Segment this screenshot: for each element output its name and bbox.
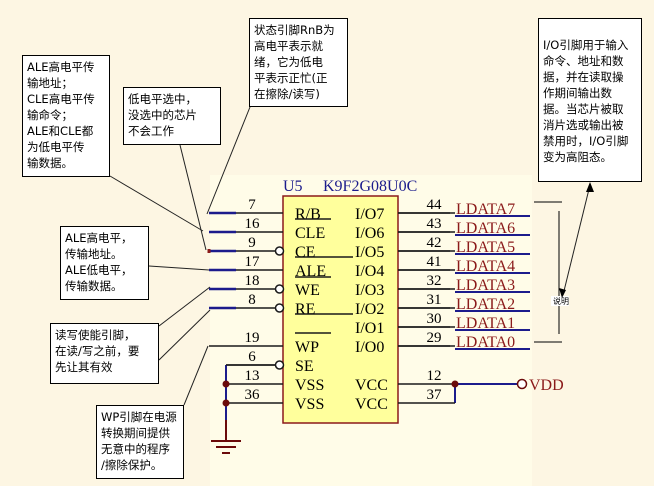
pin-number: 16 bbox=[245, 216, 261, 232]
note-we-re: 读写使能引脚， 在读/写之前，要 先让其有效 bbox=[50, 323, 159, 384]
note-ce: 低电平选中， 没选中的芯片 不会工作 bbox=[123, 87, 221, 145]
pin-number: 43 bbox=[427, 216, 442, 232]
leader-line bbox=[562, 184, 591, 296]
net-label: LDATA6 bbox=[456, 220, 515, 237]
power-label: VDD bbox=[529, 377, 564, 394]
pin-name: I/O0 bbox=[355, 339, 384, 356]
pin-number: 8 bbox=[248, 292, 256, 308]
pin-name: RE bbox=[295, 301, 315, 318]
junction-dot bbox=[451, 380, 459, 388]
power-port bbox=[516, 378, 528, 390]
pin-number: 6 bbox=[248, 349, 256, 365]
pin-number: 41 bbox=[427, 254, 442, 270]
pin-number: 19 bbox=[245, 330, 260, 346]
net-label: LDATA3 bbox=[456, 277, 515, 294]
pin-number: 17 bbox=[245, 254, 261, 270]
net-label: LDATA0 bbox=[456, 334, 515, 351]
pin-number: 29 bbox=[427, 330, 442, 346]
pin-name: I/O7 bbox=[355, 206, 384, 223]
pin-name: I/O2 bbox=[355, 301, 384, 318]
leader-line bbox=[148, 265, 210, 271]
chip-part-label: K9F2G08U0C bbox=[323, 178, 417, 195]
inversion-bubble bbox=[274, 246, 285, 256]
junction-dot bbox=[222, 380, 230, 388]
pin-name: VCC bbox=[355, 377, 388, 394]
pin-name: SE bbox=[295, 358, 314, 375]
pin-name: VSS bbox=[295, 396, 324, 413]
bracket-label-bg bbox=[551, 296, 569, 306]
pin-number: 9 bbox=[248, 235, 256, 251]
net-label: LDATA7 bbox=[456, 201, 515, 218]
leader-line bbox=[158, 286, 211, 327]
pin-number: 12 bbox=[427, 368, 442, 384]
note-wp: WP引脚在电源 转换期间提供 无意中的程序 /擦除保护。 bbox=[96, 405, 184, 479]
pin-name: VSS bbox=[295, 377, 324, 394]
pin-name: I/O6 bbox=[355, 225, 384, 242]
net-label: LDATA1 bbox=[456, 315, 515, 332]
pin-number: 30 bbox=[427, 311, 442, 327]
pin-number: 42 bbox=[427, 235, 442, 251]
leader-line bbox=[206, 106, 251, 215]
net-label: LDATA5 bbox=[456, 239, 515, 256]
background-panel bbox=[578, 186, 654, 486]
pin-name: I/O1 bbox=[355, 320, 384, 337]
note-ale: ALE高电平， 传输地址。 ALE低电平， 传输数据。 bbox=[60, 226, 149, 300]
inversion-bubble bbox=[274, 303, 285, 313]
pin-name: WP bbox=[295, 339, 319, 356]
inversion-bubble bbox=[274, 284, 285, 294]
net-label: LDATA4 bbox=[456, 258, 515, 275]
pin-name: I/O5 bbox=[355, 244, 384, 261]
pin-number: 44 bbox=[427, 197, 443, 213]
pin-number: 37 bbox=[427, 387, 443, 403]
inversion-bubble bbox=[274, 360, 285, 370]
note-io: I/O引脚用于输入 命令、地址和数 据，并在读取操 作期间输出数 据。当芯片被取… bbox=[538, 18, 642, 182]
pin-number: 31 bbox=[427, 292, 442, 308]
arrow-head bbox=[586, 182, 594, 192]
bracket-label: 说明 bbox=[553, 296, 569, 306]
leader-line bbox=[158, 309, 211, 361]
leader-line bbox=[179, 144, 207, 251]
note-rb: 状态引脚RnB为 高电平表示就 绪，它为低电 平表示正忙(正 在擦除/读写) bbox=[249, 18, 348, 107]
pin-number: 13 bbox=[245, 368, 260, 384]
pin-name: ALE bbox=[295, 263, 326, 280]
pin-name: CLE bbox=[295, 225, 325, 242]
arrow-head bbox=[559, 288, 566, 298]
note-ale-cle: ALE高电平传 输地址； CLE高电平传 输命令； ALE和CLE都 为低电平传… bbox=[22, 55, 110, 177]
pin-name: WE bbox=[295, 282, 320, 299]
pin-name: I/O4 bbox=[355, 263, 384, 280]
pin-number: 32 bbox=[427, 273, 442, 289]
chip-ref-label: U5 bbox=[283, 178, 303, 195]
pin-name: R/B bbox=[295, 206, 321, 223]
leader-line bbox=[109, 175, 204, 232]
pin-name: I/O3 bbox=[355, 282, 384, 299]
pin-name: CE bbox=[295, 244, 315, 261]
pin-number: 7 bbox=[248, 197, 256, 213]
net-label: LDATA2 bbox=[456, 296, 515, 313]
chip-body bbox=[282, 195, 399, 424]
pin-number: 18 bbox=[245, 273, 260, 289]
pin-name: VCC bbox=[355, 396, 388, 413]
pin-number: 36 bbox=[245, 387, 261, 403]
junction-dot bbox=[222, 399, 230, 407]
leader-line bbox=[183, 345, 209, 406]
